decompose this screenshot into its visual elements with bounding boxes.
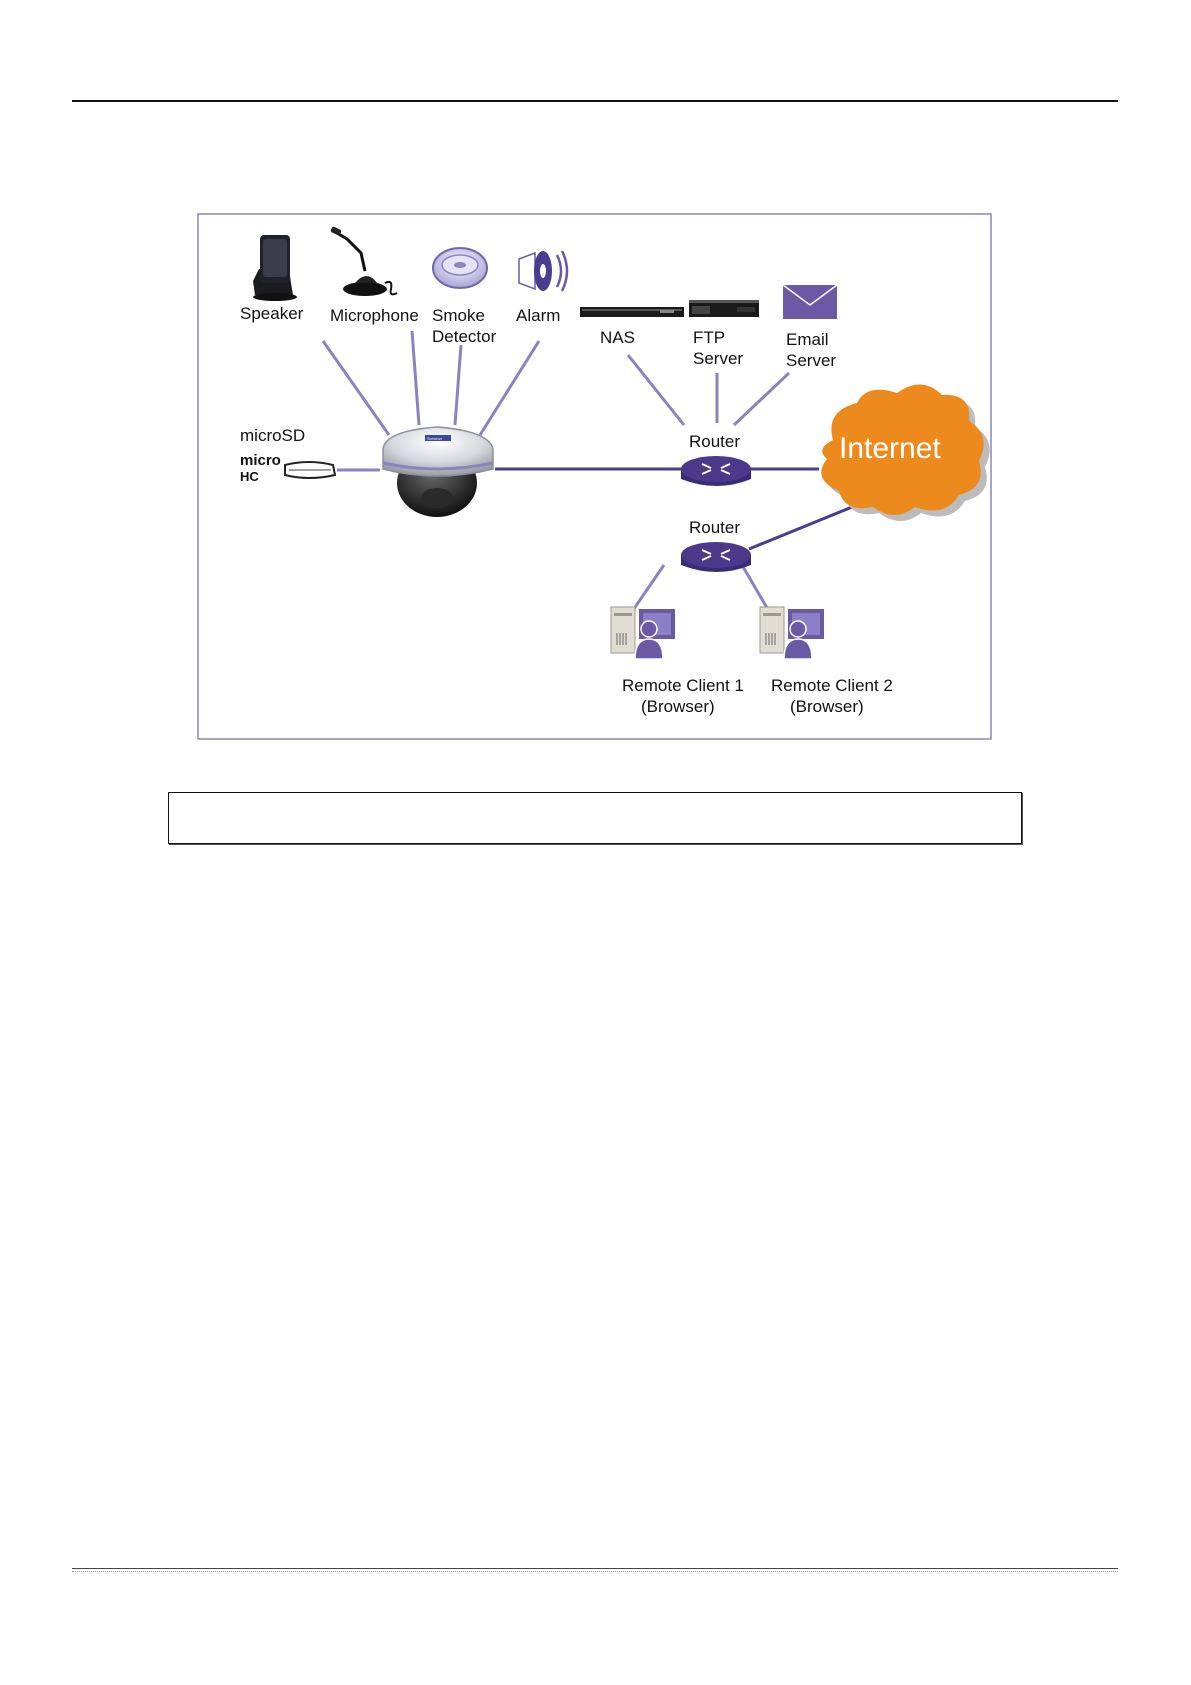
router-2-icon (681, 542, 751, 572)
client-2-line2: (Browser) (790, 697, 864, 716)
email-label-line1: Email (786, 330, 829, 349)
camera-brand: Surveon (427, 436, 442, 441)
caption-box (168, 792, 1022, 844)
smoke-detector-icon (433, 248, 487, 288)
email-label-line2: Server (786, 351, 836, 370)
ftp-server-icon (689, 300, 759, 317)
router-1-label: Router (689, 432, 740, 451)
client-1-line2: (Browser) (641, 697, 715, 716)
client-2-line1: Remote Client 2 (771, 676, 893, 695)
microphone-label: Microphone (330, 306, 419, 325)
svg-text:micro: micro (240, 452, 281, 469)
smoke-label-line2: Detector (432, 327, 497, 346)
header-rule (72, 100, 1118, 102)
email-icon (783, 285, 837, 319)
network-diagram: Speaker Microphone Smoke Detector Alarm … (197, 213, 992, 740)
svg-text:HC: HC (240, 469, 259, 484)
internet-label: Internet (839, 432, 941, 465)
alarm-label: Alarm (516, 306, 560, 325)
client-1-line1: Remote Client 1 (622, 676, 744, 695)
nas-icon (580, 307, 684, 317)
footer-rule (72, 1568, 1118, 1569)
footer-rule-dotted (72, 1571, 1118, 1572)
nas-label: NAS (600, 328, 635, 347)
router-1-icon (681, 456, 751, 486)
ftp-label-line2: Server (693, 349, 743, 368)
microsd-label: microSD (240, 426, 305, 445)
smoke-label-line1: Smoke (432, 306, 485, 325)
microsd-card-icon (285, 462, 335, 478)
speaker-label: Speaker (240, 304, 304, 323)
ftp-label-line1: FTP (693, 328, 725, 347)
router-2-label: Router (689, 518, 740, 537)
